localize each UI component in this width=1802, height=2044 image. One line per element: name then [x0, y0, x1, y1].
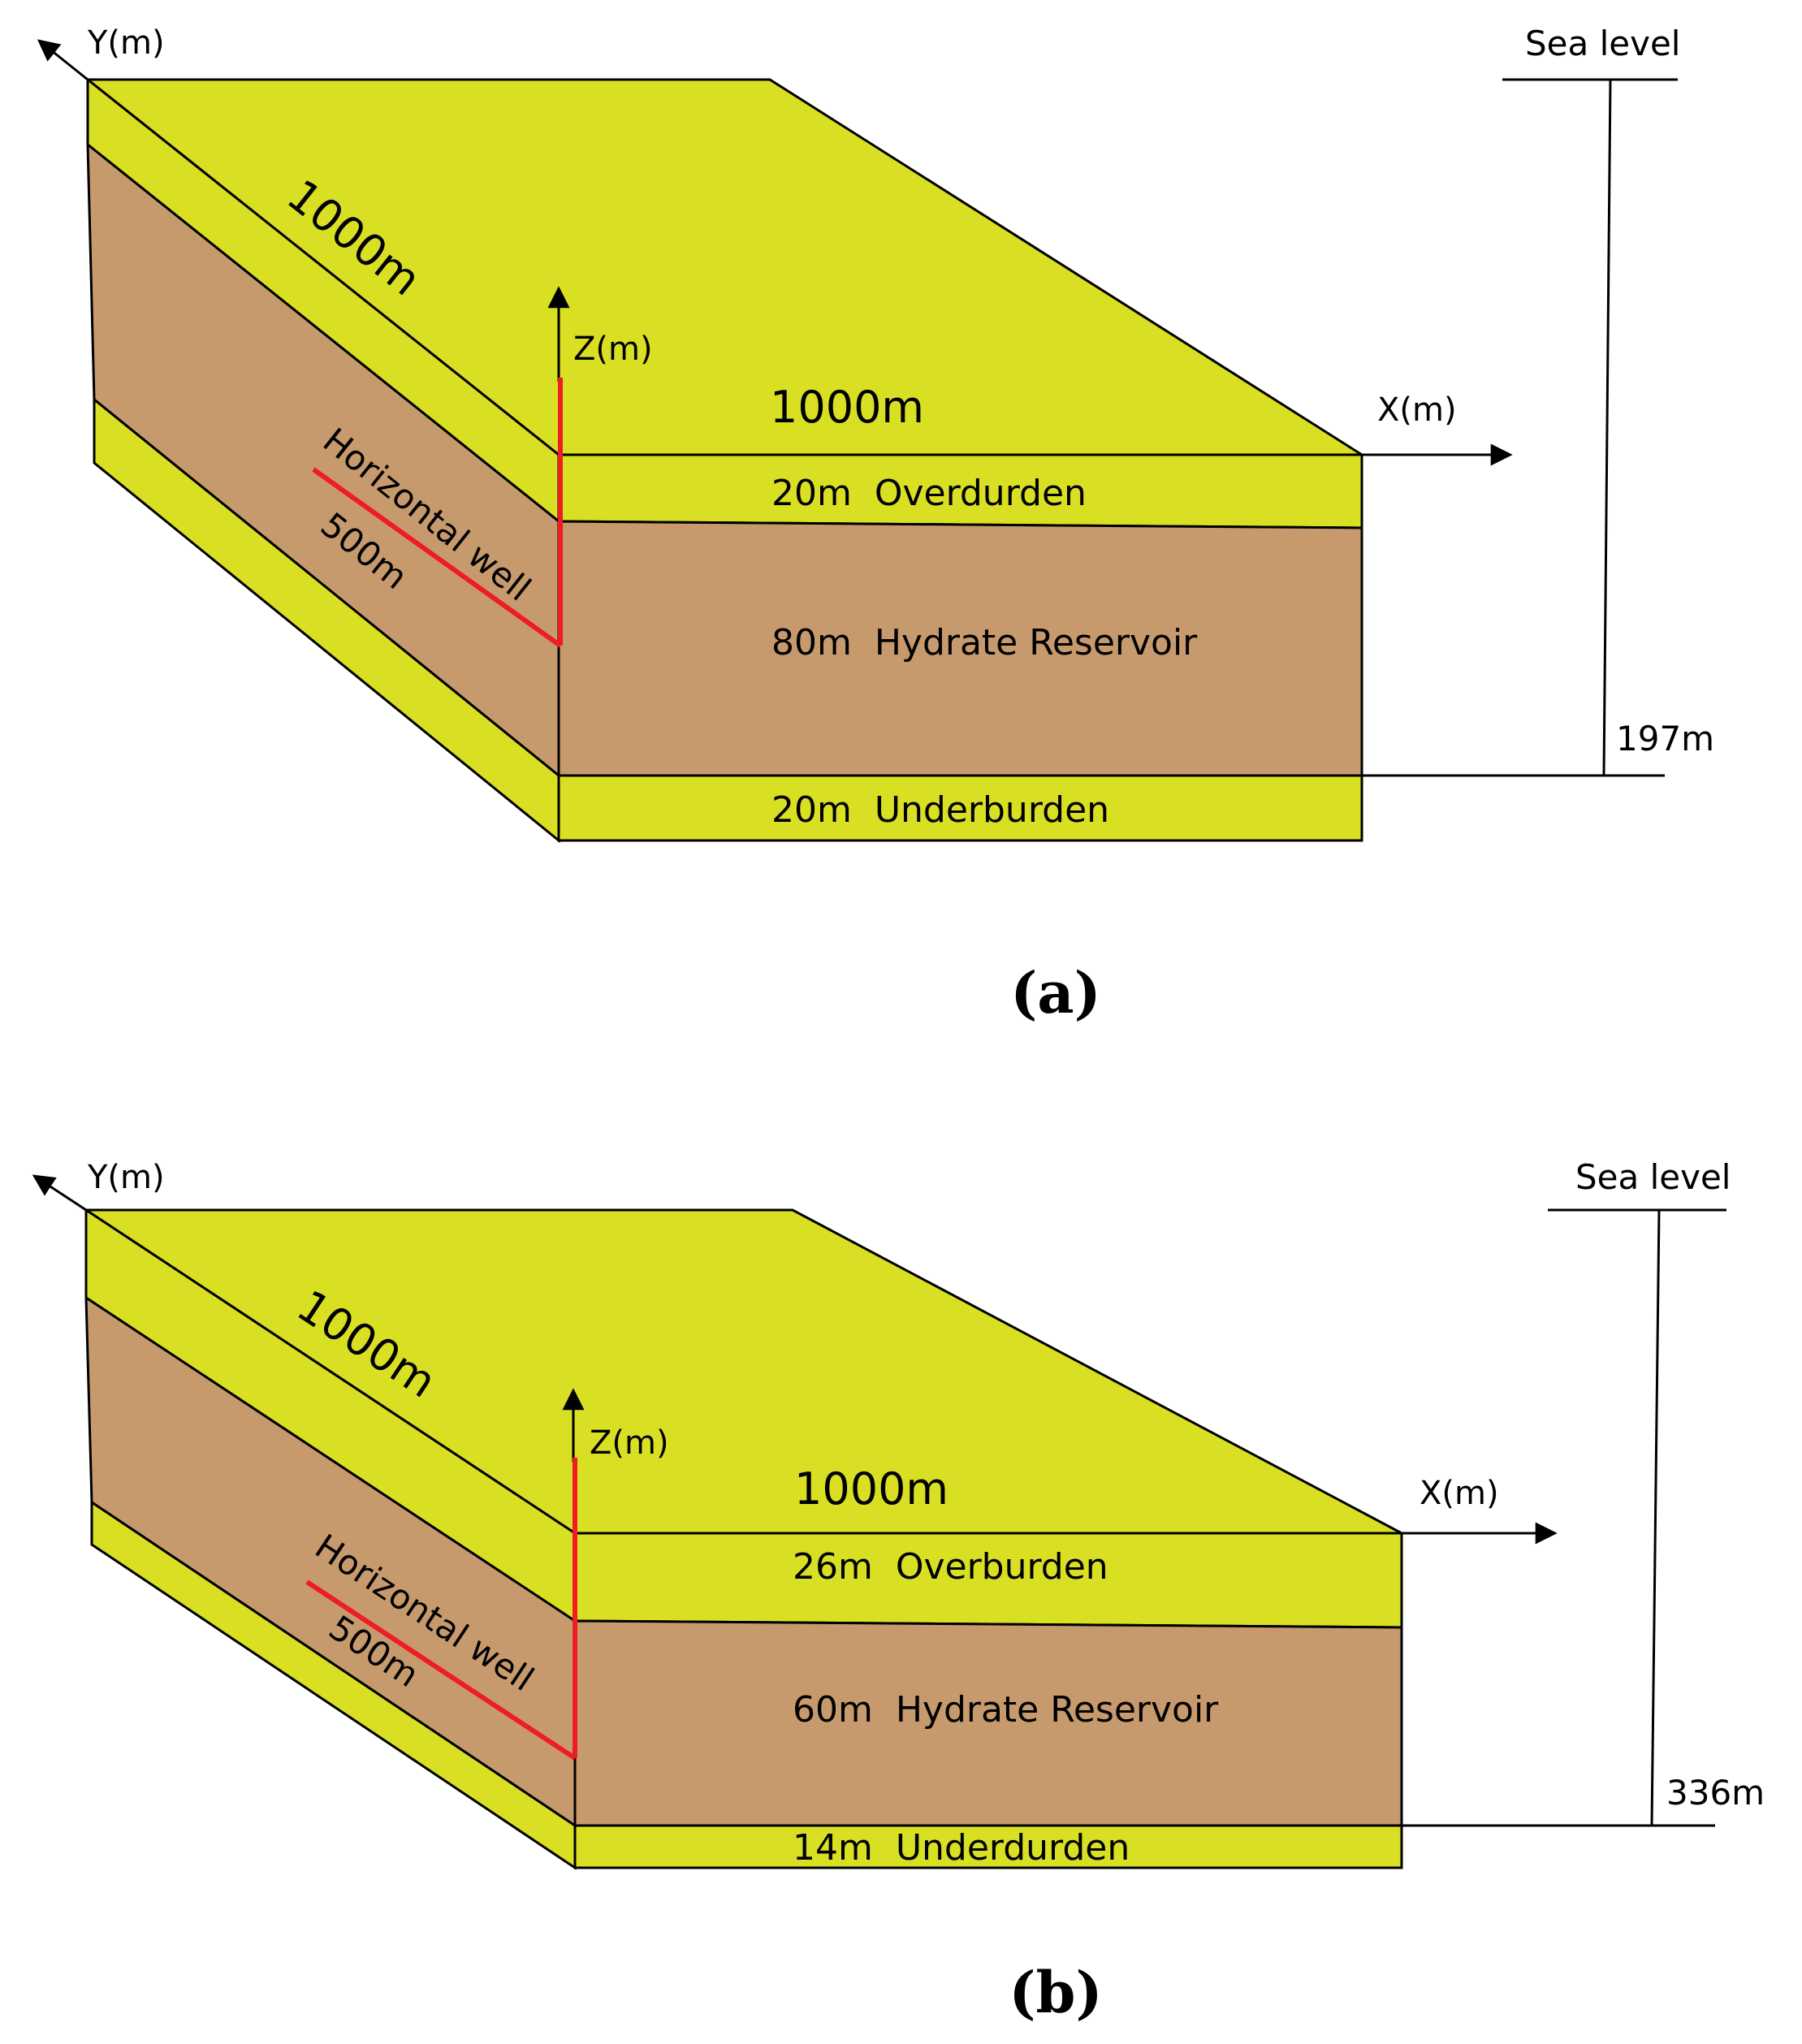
z-axis-label: Z(m) [573, 331, 653, 368]
sea-level-label: Sea level [1525, 24, 1680, 63]
front-underburden-layer [573, 1824, 1403, 1869]
reservoir-label: 80m Hydrate Reservoir [771, 622, 1198, 663]
panel-caption: (a) [1010, 959, 1101, 1026]
y-axis-arrow [37, 39, 89, 81]
depth-vertical-line [1602, 79, 1612, 776]
reservoir-label: 60m Hydrate Reservoir [793, 1689, 1219, 1731]
front-underburden-layer [557, 774, 1363, 842]
y-axis-label: Y(m) [87, 1159, 165, 1196]
z-axis-label: Z(m) [590, 1424, 669, 1462]
x-axis-label: X(m) [1377, 391, 1457, 429]
horizontal-well [312, 467, 562, 648]
underburden-label: 20m Underburden [771, 789, 1109, 831]
overburden-label: 26m Overburden [793, 1546, 1108, 1588]
y-axis-arrow [32, 1174, 87, 1212]
overburden-label: 20m Overdurden [771, 473, 1087, 514]
depth-label: 197m [1616, 719, 1714, 758]
panel-b: Y(m) Z(m) X(m) 1000m 1000m Horizontal we… [32, 1157, 1765, 2026]
width-label: 1000m [794, 1463, 949, 1515]
depth-label: 336m [1666, 1773, 1765, 1813]
horizontal-well [305, 1579, 577, 1761]
depth-vertical-line [1650, 1209, 1661, 1826]
panel-caption: (b) [1009, 1959, 1102, 2026]
x-axis-label: X(m) [1420, 1475, 1499, 1512]
panel-a: Y(m) Z(m) X(m) 1000m 1000m Horizontal we… [37, 24, 1714, 1026]
width-label: 1000m [770, 382, 924, 433]
sea-level-label: Sea level [1575, 1157, 1731, 1197]
underburden-label: 14m Underdurden [793, 1827, 1130, 1869]
y-axis-label: Y(m) [87, 24, 165, 62]
